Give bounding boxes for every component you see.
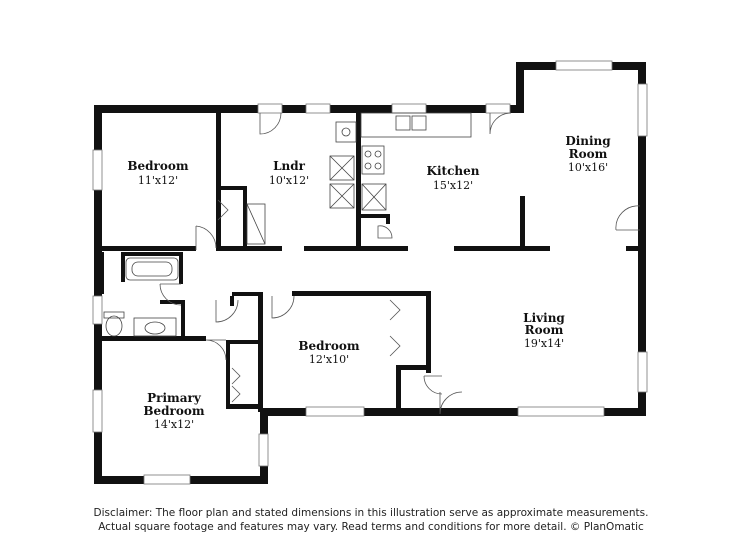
bedroom-1-name: Bedroom: [127, 159, 188, 173]
dining-name-line2: Room: [569, 147, 608, 161]
interior-walls: [96, 113, 640, 412]
laundry-name: Lndr: [273, 159, 306, 173]
primary-name-line2: Bedroom: [143, 404, 204, 418]
dining-name-line1: Dining: [565, 134, 611, 148]
primary-name-line1: Primary: [147, 391, 202, 405]
bedroom-1-dims: 11'x12': [138, 174, 178, 187]
windows: [92, 60, 648, 485]
kitchen-name: Kitchen: [427, 164, 480, 178]
disclaimer-line-2: Actual square footage and features may v…: [98, 521, 644, 533]
living-name-line2: Room: [525, 323, 564, 337]
bedroom-2-name: Bedroom: [298, 339, 359, 353]
disclaimer-line-1: Disclaimer: The floor plan and stated di…: [93, 507, 649, 519]
fixtures: [103, 112, 472, 337]
living-dims: 19'x14': [524, 337, 564, 350]
primary-dims: 14'x12': [154, 418, 194, 431]
dining-dims: 10'x16': [568, 161, 608, 174]
living-name-line1: Living: [523, 311, 565, 325]
kitchen-dims: 15'x12': [433, 179, 473, 192]
laundry-dims: 10'x12': [269, 174, 309, 187]
bedroom-2-dims: 12'x10': [309, 353, 349, 366]
disclaimer: Disclaimer: The floor plan and stated di…: [0, 506, 742, 534]
doors: [159, 112, 641, 415]
